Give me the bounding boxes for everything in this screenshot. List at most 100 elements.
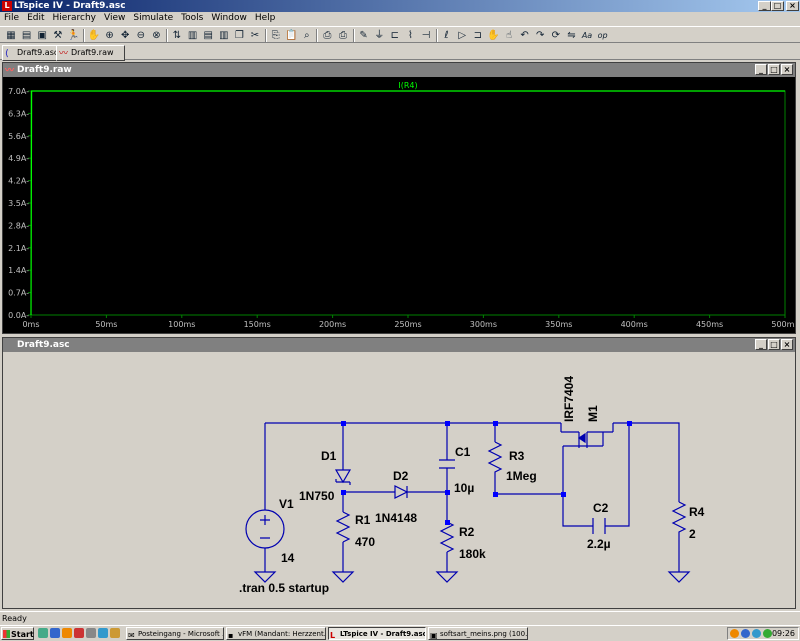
label-net-icon[interactable]: ⊏ (390, 30, 399, 41)
plot-maximize-button[interactable]: □ (768, 64, 780, 75)
app-icon[interactable] (74, 628, 84, 638)
menu-view[interactable]: View (104, 13, 126, 23)
task-image-viewer[interactable]: ▣ softsart_meins.png (100... (428, 627, 528, 640)
legend-entry[interactable]: I(R4) (398, 81, 417, 90)
pan-icon[interactable]: ✥ (120, 30, 130, 41)
control-panel-icon[interactable]: ⚒ (53, 30, 63, 41)
spice-directive[interactable]: .tran 0.5 startup (239, 581, 329, 595)
outlook-icon[interactable] (62, 628, 72, 638)
plot-window[interactable]: 〰 Draft9.raw _ □ × 0.0A-0.7A-1.4A-2.1A-2… (2, 62, 796, 334)
menu-simulate[interactable]: Simulate (133, 13, 174, 23)
move-icon[interactable]: ✋ (487, 30, 500, 41)
status-bar: Ready (0, 611, 800, 625)
zoom-in-icon[interactable]: ⊕ (105, 30, 114, 41)
r1-label: R1 (355, 513, 371, 527)
schematic-window-title-bar[interactable]: Draft9.asc _ □ × (3, 338, 795, 352)
task-ltspice[interactable]: L LTspice IV - Draft9.asc (328, 627, 426, 640)
save-icon[interactable]: ▣ (37, 30, 47, 41)
undo-icon[interactable]: ↶ (520, 30, 529, 41)
close-button[interactable]: × (786, 1, 799, 11)
autorange-icon[interactable]: ⇅ (172, 30, 182, 41)
maximize-button[interactable]: □ (771, 1, 784, 11)
tab-draft9-asc[interactable]: ⟨ Draft9.asc (2, 45, 73, 61)
component-icon[interactable]: ⊐ (473, 30, 482, 41)
tray-icon-2[interactable] (741, 629, 750, 638)
waveform-plot[interactable]: 0.0A-0.7A-1.4A-2.1A-2.8A-3.5A-4.2A-4.9A-… (3, 77, 795, 333)
c1-label: C1 (455, 445, 471, 459)
paste-icon[interactable]: 📋 (284, 30, 298, 41)
windows-logo-icon (3, 630, 10, 638)
diode-icon[interactable]: ▷ (458, 30, 467, 41)
ground-icon[interactable]: ⏚ (374, 30, 385, 41)
run-icon[interactable]: 🏃 (67, 30, 80, 41)
inductor-icon[interactable]: ℓ (444, 30, 449, 41)
d1-value: 1N750 (299, 489, 335, 503)
text-icon[interactable]: Aa (581, 31, 593, 40)
draw-wire-icon[interactable]: ✎ (359, 30, 368, 41)
v1-label: V1 (279, 497, 294, 511)
zoom-out-icon[interactable]: ⊖ (136, 30, 145, 41)
copy-icon[interactable]: ⎘ (271, 30, 280, 41)
print-preview-icon[interactable]: ⎙ (323, 30, 332, 41)
zoom-fit-icon[interactable]: ⊗ (152, 30, 161, 41)
ie-icon[interactable] (50, 628, 60, 638)
cut-icon[interactable]: ✂ (250, 30, 260, 41)
tool-icon[interactable] (86, 628, 96, 638)
plot-close-button[interactable]: × (781, 64, 793, 75)
menu-edit[interactable]: Edit (27, 13, 45, 23)
schematic-canvas[interactable]: D1 1N750 D2 1N4148 C1 10µ R3 1Meg IRF740… (3, 352, 795, 608)
menu-hierarchy[interactable]: Hierarchy (52, 13, 97, 23)
app-title-bar[interactable]: L LTspice IV - Draft9.asc _ □ × (0, 0, 800, 12)
start-button[interactable]: Start (1, 627, 34, 640)
open-icon[interactable]: ▤ (21, 30, 32, 41)
cascade-icon[interactable]: ❐ (234, 30, 244, 41)
desktop-icon[interactable] (38, 628, 48, 638)
schematic-close-button[interactable]: × (781, 339, 793, 350)
find-icon[interactable]: ⌕ (303, 30, 310, 41)
x-tick-label: 300ms (470, 320, 497, 329)
r3-label: R3 (509, 449, 525, 463)
schematic-maximize-button[interactable]: □ (768, 339, 780, 350)
minimize-button[interactable]: _ (758, 1, 771, 11)
tile-horizontal-icon[interactable]: ▤ (203, 30, 213, 41)
explorer-icon[interactable] (98, 628, 108, 638)
menu-tools[interactable]: Tools (181, 13, 204, 23)
folder-icon[interactable] (110, 628, 120, 638)
toolbar-separator (435, 29, 438, 42)
tile-vertical-icon[interactable]: ▥ (219, 30, 229, 41)
tray-icon-4[interactable] (763, 629, 772, 638)
new-schematic-icon[interactable]: ▦ (6, 30, 16, 41)
spice-directive-icon[interactable]: op (597, 31, 608, 40)
halt-icon[interactable]: ✋ (87, 30, 101, 41)
plot-window-title-bar[interactable]: 〰 Draft9.raw _ □ × (3, 63, 795, 77)
x-tick-label: 450ms (696, 320, 723, 329)
print-icon[interactable]: ⎙ (339, 30, 347, 41)
toolbar-separator (166, 29, 168, 42)
mirror-icon[interactable]: ⇋ (567, 30, 576, 41)
x-tick-label: 200ms (319, 320, 346, 329)
tab-draft9-raw[interactable]: 〰 Draft9.raw (56, 45, 125, 61)
y-tick-label: 0.0A- (8, 311, 29, 320)
menu-window[interactable]: Window (211, 13, 247, 23)
resistor-icon[interactable]: ⌇ (407, 30, 413, 41)
schematic-minimize-button[interactable]: _ (755, 339, 767, 350)
fft-icon[interactable]: ▥ (187, 30, 198, 41)
redo-icon[interactable]: ↷ (535, 30, 545, 41)
menu-file[interactable]: File (4, 13, 20, 23)
rotate-icon[interactable]: ⟳ (551, 30, 560, 41)
task-outlook[interactable]: ✉ Posteingang - Microsoft ... (126, 627, 224, 640)
x-tick-label: 150ms (244, 320, 271, 329)
drag-icon[interactable]: ☝ (505, 30, 513, 41)
tray-icon-3[interactable] (752, 629, 761, 638)
system-tray: 09:26 (727, 627, 799, 640)
r4-value: 2 (689, 527, 696, 541)
plot-minimize-button[interactable]: _ (755, 64, 767, 75)
x-tick-label: 400ms (621, 320, 648, 329)
tray-icon-1[interactable] (730, 629, 739, 638)
menu-help[interactable]: Help (254, 13, 276, 23)
capacitor-icon[interactable]: ⊣ (421, 30, 431, 41)
schematic-window-title: Draft9.asc (17, 340, 70, 350)
schematic-window[interactable]: Draft9.asc _ □ × (2, 337, 796, 609)
task-vfm[interactable]: ▪ vFM (Mandant: Herzzent... (226, 627, 326, 640)
